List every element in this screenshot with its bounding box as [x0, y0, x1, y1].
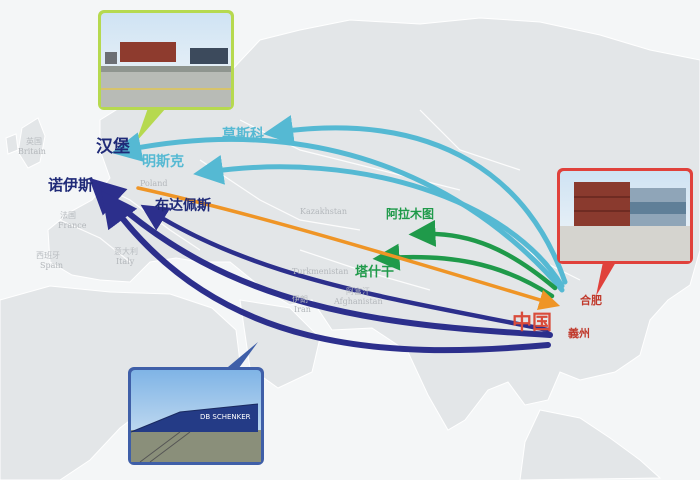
label-duisburg: 诺伊斯 [48, 176, 94, 194]
label-yiwu: 義州 [568, 327, 590, 340]
label-turkmenistan: Turkmenistan [292, 267, 349, 276]
land-ireland [5, 133, 19, 155]
land-britain [17, 117, 46, 169]
label-britain-cn: 英国 [26, 137, 42, 146]
label-hefei: 合肥 [580, 294, 602, 307]
route-navy-1 [88, 177, 553, 338]
label-afghanistan: Afghanistan [334, 297, 383, 306]
route-minsk [193, 155, 565, 289]
label-france-cn: 法国 [60, 211, 76, 220]
pointer-south [222, 342, 258, 372]
label-italy: Italy [116, 257, 135, 266]
label-minsk: 明斯克 [142, 154, 184, 170]
route-hamburg [111, 132, 565, 293]
route-navy-3 [140, 204, 551, 333]
label-france: France [58, 221, 87, 230]
photo-containers-north [98, 10, 234, 110]
label-italy-cn: 意大利 [114, 247, 138, 256]
land-se-asia [519, 409, 662, 480]
label-china: 中国 [512, 310, 552, 334]
label-iran-cn: 伊朗 [292, 295, 308, 304]
route-navy-2 [101, 190, 551, 354]
label-spain: Spain [40, 261, 64, 270]
route-tashkent [372, 243, 555, 299]
routes [88, 115, 568, 354]
label-tashkent: 塔什干 [355, 265, 395, 280]
photo-train-south [128, 367, 264, 465]
label-britain: Britain [18, 147, 46, 156]
label-poland: Poland [140, 179, 168, 188]
train-lettering: DB SCHENKER [200, 413, 251, 421]
route-moscow [263, 115, 568, 285]
route-orange [136, 186, 561, 311]
photo-containers-east [557, 168, 693, 264]
pointer-east [596, 262, 616, 296]
label-afghanistan-cn: 阿富汗 [346, 287, 370, 296]
label-almaty: 阿拉木图 [386, 207, 435, 221]
label-spain-cn: 西班牙 [36, 251, 60, 260]
label-hamburg: 汉堡 [96, 137, 130, 157]
label-budapest: 布达佩斯 [155, 198, 211, 214]
label-iran: Iran [294, 305, 311, 314]
label-kazakhstan: Kazakhstan [300, 207, 347, 216]
route-almaty [408, 219, 558, 291]
label-moscow: 莫斯科 [222, 127, 264, 143]
